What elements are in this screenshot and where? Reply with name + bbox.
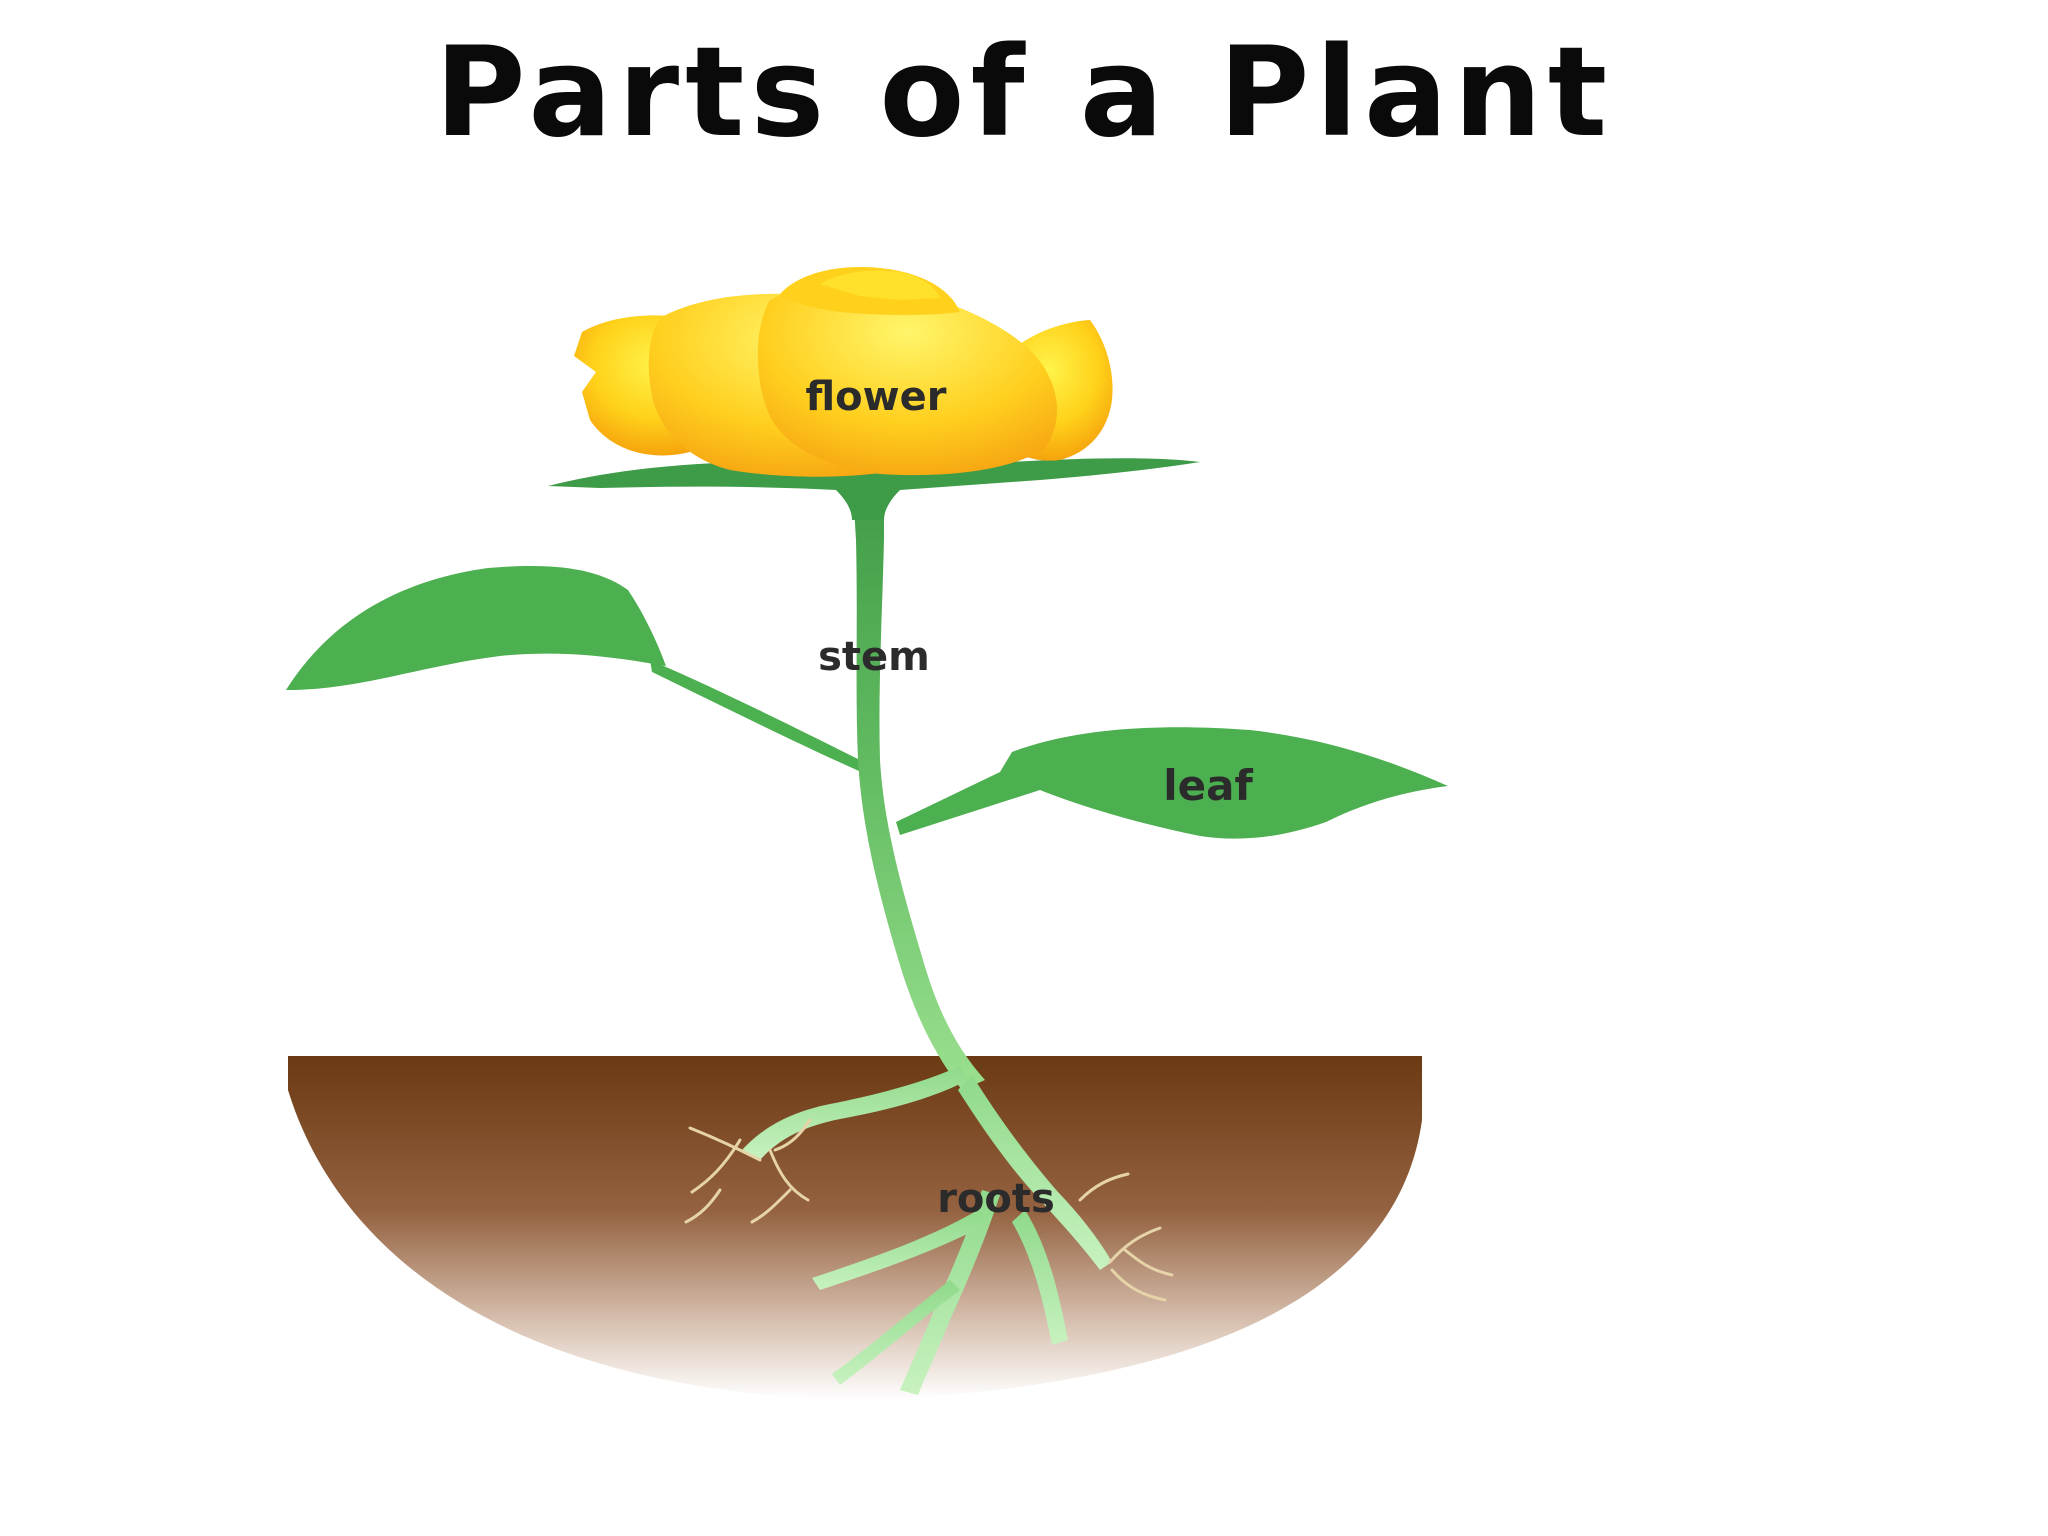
label-leaf: leaf [1163,761,1253,810]
left-leaf [286,566,868,775]
page-title: Parts of a Plant [434,21,1614,165]
flower-sepals [548,458,1200,520]
label-flower: flower [806,374,947,420]
label-roots: roots [937,1176,1055,1222]
label-stem: stem [818,634,930,680]
right-leaf [896,727,1448,839]
flower-head [574,267,1113,477]
plant-roots [684,1066,1174,1395]
soil-ground [288,1056,1422,1400]
plant-stem [852,475,985,1090]
